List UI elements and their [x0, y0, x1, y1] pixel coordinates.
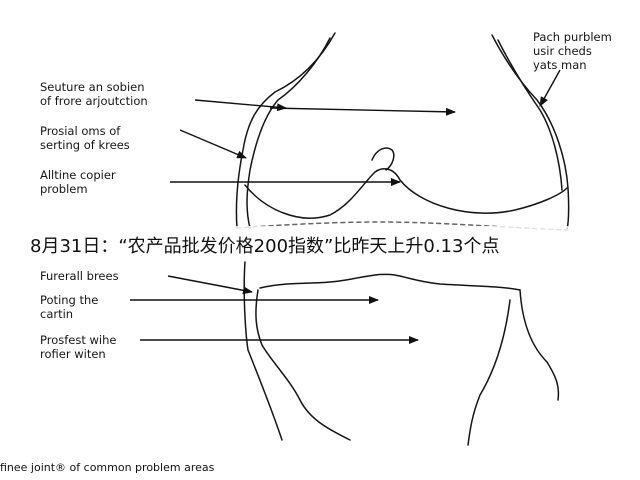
- label-prosfest: Prosfest wihe rofier witen: [40, 333, 117, 361]
- arrow-suture-tip: [194, 99, 287, 112]
- arrow-furerall: [167, 275, 253, 295]
- arrow-patch: [539, 69, 561, 107]
- femur-left-outline: [235, 32, 336, 229]
- label-patch: Pach purblem usir cheds yats man: [533, 30, 612, 72]
- femur-right-inner-outline: [497, 39, 563, 191]
- femur-left-inner-outline: [246, 37, 331, 229]
- femur-condyle-outline: [244, 168, 568, 219]
- label-furerall: Furerall brees: [40, 269, 119, 283]
- arrow-suture: [269, 107, 456, 116]
- label-suture: Seuture an sobien of frore arjoutction: [40, 80, 148, 108]
- headline-text: 8月31日：“农产品批发价格200指数”比昨天上升0.13个点: [30, 236, 500, 257]
- tibia-right-inner: [467, 299, 511, 446]
- femur-notch-outline: [371, 147, 395, 171]
- tibial-plateau-outline: [259, 273, 521, 291]
- label-alltine: Alltine copier problem: [40, 168, 116, 196]
- joint-space-dashed: [236, 221, 569, 231]
- arrow-proximal: [179, 129, 247, 159]
- label-proximal: Prosial oms of serting of krees: [40, 124, 130, 152]
- figure-caption: finee joint® of common problem areas: [0, 461, 215, 474]
- label-poting: Poting the cartin: [40, 293, 99, 321]
- tibia-right-outline: [519, 289, 560, 401]
- tibia-left-outline: [243, 261, 283, 441]
- tibia-left-inner: [255, 289, 351, 441]
- femur-right-outline: [491, 34, 570, 231]
- headline-banner: 8月31日：“农产品批发价格200指数”比昨天上升0.13个点: [0, 226, 640, 260]
